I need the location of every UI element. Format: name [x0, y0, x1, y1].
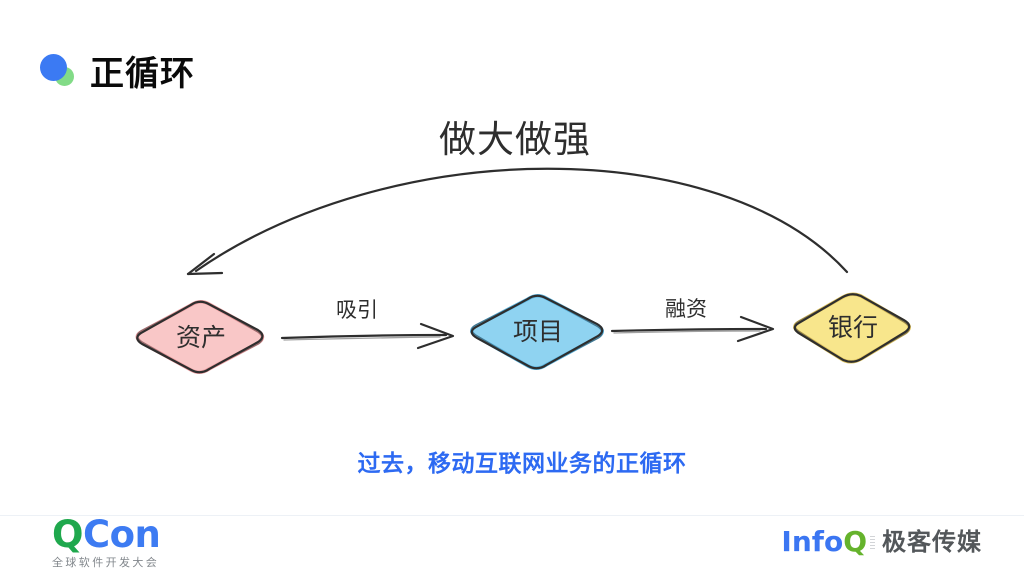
infoq-logo: InfoQ 极客传媒	[781, 525, 982, 558]
cycle-arrowhead-lower	[186, 271, 224, 276]
infoq-vertical-mark	[870, 536, 875, 550]
cycle-arrow	[186, 167, 849, 276]
node-bank-label: 银行	[828, 313, 878, 342]
qcon-wordmark: QCon	[52, 516, 161, 553]
edge-attract: 吸引	[280, 298, 455, 350]
infoq-wordmark: InfoQ	[781, 525, 867, 558]
footer-divider	[0, 515, 1024, 516]
top-label: 做大做强	[439, 118, 591, 161]
edge-finance-label: 融资	[665, 297, 707, 321]
node-assets-outline	[136, 300, 264, 374]
qcon-con: Con	[82, 513, 161, 556]
qcon-logo: QCon 全球软件开发大会	[52, 516, 161, 570]
edge-attract-arrowhead	[416, 322, 455, 350]
infoq-q: Q	[843, 525, 867, 558]
cycle-arrow-curve	[194, 167, 849, 274]
qcon-subtitle: 全球软件开发大会	[52, 556, 160, 569]
infoq-info: Info	[781, 525, 844, 558]
node-project-outline-sketch	[471, 295, 603, 369]
edge-attract-line	[280, 333, 448, 340]
node-assets-label: 资产	[176, 323, 226, 352]
header: 正循环	[38, 46, 195, 95]
edge-attract-label: 吸引	[336, 298, 378, 322]
qcon-q: Q	[52, 513, 83, 556]
edge-attract-line-sketch	[283, 336, 441, 341]
node-assets: 资产	[135, 300, 265, 374]
node-assets-outline-sketch	[136, 301, 264, 373]
caption: 过去，移动互联网业务的正循环	[357, 451, 687, 477]
node-project: 项目	[470, 294, 604, 370]
edge-finance-arrowhead	[736, 315, 775, 343]
edge-finance: 融资	[610, 297, 775, 343]
cycle-diagram: 做大做强 资产 吸引 项目	[135, 118, 911, 374]
page-title: 正循环	[90, 54, 195, 94]
node-project-outline	[470, 294, 604, 370]
infoq-brand: 极客传媒	[882, 528, 982, 556]
logo-blue-circle	[40, 53, 67, 81]
node-bank-outline-sketch	[794, 293, 910, 363]
node-bank: 银行	[793, 292, 911, 364]
edge-finance-line-sketch	[613, 330, 761, 334]
edge-finance-line	[610, 327, 768, 333]
node-project-label: 项目	[513, 317, 563, 346]
node-bank-outline	[793, 293, 911, 363]
slide-bullet-icon	[38, 52, 78, 90]
cycle-arrowhead-upper	[186, 252, 216, 276]
